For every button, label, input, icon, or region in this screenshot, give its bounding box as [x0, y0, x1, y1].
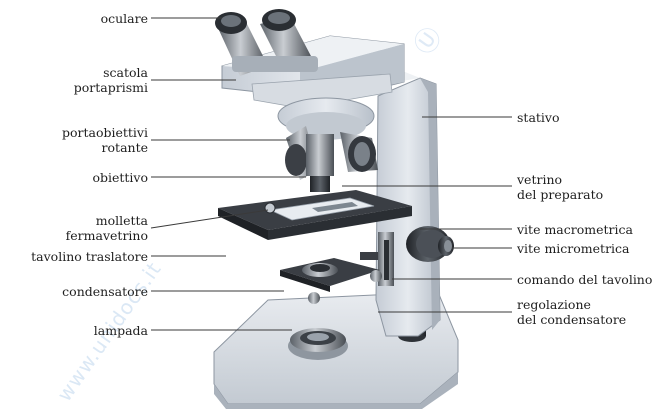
- label-lampada: lampada: [94, 323, 148, 338]
- lamp: [288, 328, 348, 360]
- label-oculare: oculare: [101, 11, 148, 26]
- label-molletta-line2: fermavetrino: [66, 228, 148, 243]
- label-comando-tavolino: comando del tavolino: [517, 272, 652, 287]
- label-portaobiettivi-rotante: portaobiettivi rotante: [62, 125, 148, 155]
- label-vetrino-line1: vetrino: [517, 172, 603, 187]
- label-portaobiettivi-line1: portaobiettivi: [62, 125, 148, 140]
- focus-knobs: [406, 226, 454, 262]
- label-vite-macrometrica: vite macrometrica: [517, 222, 633, 237]
- label-vite-micrometrica: vite micrometrica: [517, 241, 630, 256]
- label-stativo: stativo: [517, 110, 560, 125]
- label-portaobiettivi-line2: rotante: [62, 140, 148, 155]
- label-scatola-line1: scatola: [74, 65, 148, 80]
- label-condensatore: condensatore: [62, 284, 148, 299]
- label-obiettivo: obiettivo: [92, 170, 148, 185]
- nosepiece: [278, 98, 378, 192]
- label-vetrino-preparato: vetrino del preparato: [517, 172, 603, 202]
- label-regolazione-line2: del condensatore: [517, 312, 626, 327]
- label-regolazione-condensatore: regolazione del condensatore: [517, 297, 626, 327]
- label-scatola-portaprismi: scatola portaprismi: [74, 65, 148, 95]
- label-scatola-line2: portaprismi: [74, 80, 148, 95]
- label-tavolino-traslatore: tavolino traslatore: [31, 249, 148, 264]
- label-molletta-line1: molletta: [66, 213, 148, 228]
- label-molletta-fermavetrino: molletta fermavetrino: [66, 213, 148, 243]
- label-regolazione-line1: regolazione: [517, 297, 626, 312]
- label-vetrino-line2: del preparato: [517, 187, 603, 202]
